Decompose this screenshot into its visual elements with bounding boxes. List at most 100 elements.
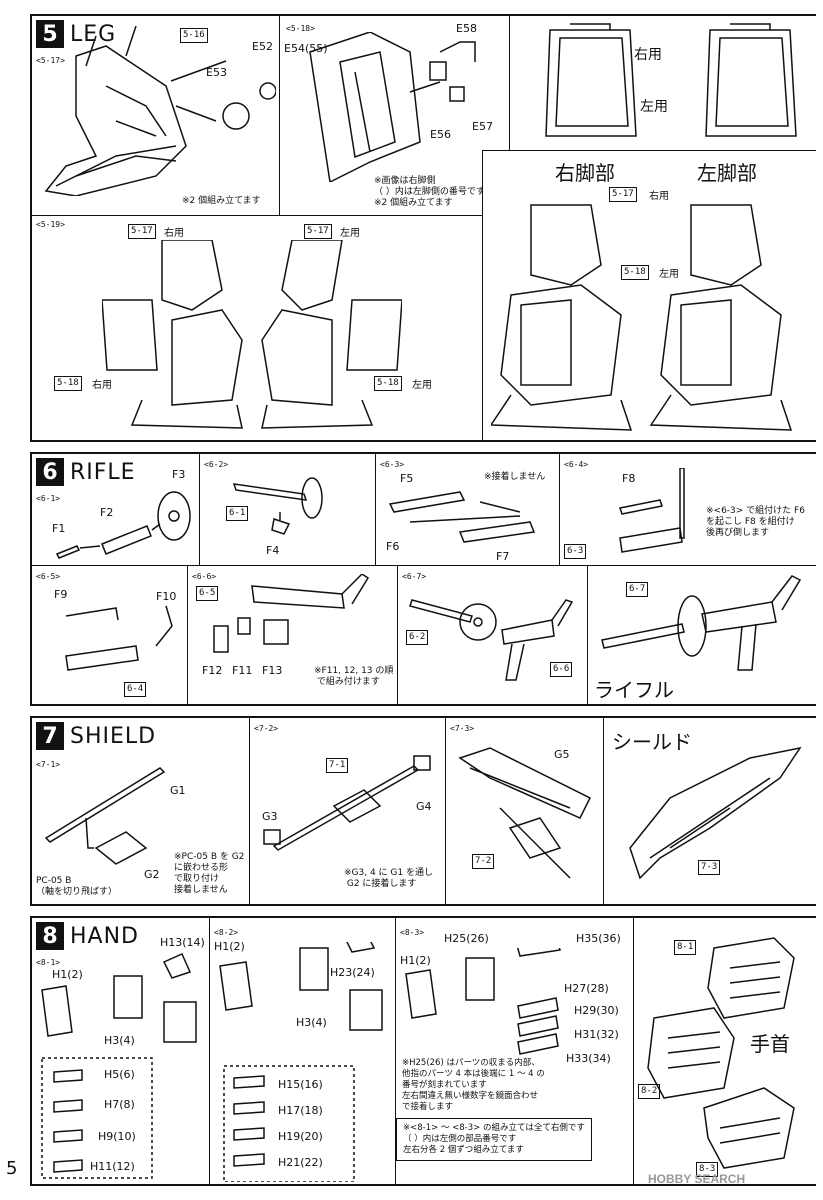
part-g1: G1	[170, 784, 186, 797]
part-h33: H33(34)	[566, 1052, 611, 1065]
left-use-label: 左用	[640, 99, 668, 115]
hand-step-illustration	[41, 953, 197, 1179]
note: ※F11, 12, 13 の順 で組み付けます	[314, 666, 394, 687]
step-label: <7-3>	[450, 724, 475, 733]
step-6-4-panel: <6-4> F8 ※<6-3> で組付けた F6 を起こし F8 を組付け 後再…	[560, 454, 816, 566]
ref-box: 6-5	[196, 586, 219, 601]
summary-note: ※<8-1> ～ <8-3> の組み立ては全て右側です （ ）内は左側の部品番号…	[396, 1118, 592, 1161]
rifle-step-illustration	[619, 468, 685, 553]
note: ※画像は右脚側 （ ）内は左脚側の番号です ※2 個組み立てます	[374, 176, 485, 208]
armor-plates-panel: 右用 左用	[510, 16, 816, 150]
part-h11: H11(12)	[90, 1160, 135, 1173]
section-number: 8	[36, 922, 64, 950]
step-7-2-panel: <7-2> 7-1 G3 G4 ※G3, 4 に G1 を通し G2 に接着しま…	[250, 718, 446, 904]
step-6-3-panel: <6-3> F5 ※接着しません F6 F7	[376, 454, 560, 566]
section-title: LEG	[70, 21, 117, 47]
part-h9: H9(10)	[98, 1130, 136, 1143]
shield-step-illustration	[458, 747, 592, 879]
ref-box: 7-1	[326, 758, 349, 773]
part-h23: H23(24)	[330, 966, 375, 979]
rifle-final-panel: ライフル 6-7	[588, 566, 816, 704]
right-use-label: 右用	[92, 380, 112, 391]
section-hand: 8 HAND <8-1> H1(2) H13(14) H3(4) H5(6) H…	[30, 916, 816, 1186]
part-e54: E54(55)	[284, 42, 328, 55]
step-label: <5-19>	[36, 220, 65, 229]
section-header: 6 RIFLE	[36, 458, 136, 486]
ref-box: 6-6	[550, 662, 573, 677]
ref-box: 5-18	[621, 265, 649, 280]
part-h31: H31(32)	[574, 1028, 619, 1041]
section-number: 5	[36, 20, 64, 48]
part-h35: H35(36)	[576, 932, 621, 945]
shield-final-panel: シールド 7-3	[604, 718, 816, 904]
right-leg-title: 右脚部	[555, 161, 615, 185]
leg-cover-illustration	[309, 32, 476, 182]
part-h5: H5(6)	[104, 1068, 135, 1081]
left-leg-title: 左脚部	[697, 161, 757, 185]
step-label: <6-6>	[192, 572, 217, 581]
part-e52: E52	[252, 40, 273, 53]
step-label: <6-4>	[564, 460, 589, 469]
part-h17: H17(18)	[278, 1104, 323, 1117]
ref-box: 7-3	[698, 860, 721, 875]
section-number: 7	[36, 722, 64, 750]
ref-box: 6-4	[124, 682, 147, 697]
part-h15: H15(16)	[278, 1078, 323, 1091]
ref-box: 5-18	[54, 376, 82, 391]
step-label: <7-1>	[36, 760, 61, 769]
step-label: <6-3>	[380, 460, 405, 469]
part-g4: G4	[416, 800, 432, 813]
ref-box: 6-2	[406, 630, 429, 645]
step-label: <5-18>	[286, 24, 315, 33]
part-f7: F7	[496, 550, 510, 563]
step-label: <8-2>	[214, 928, 239, 937]
part-f11: F11	[232, 664, 253, 677]
ref-box: 6-3	[564, 544, 587, 559]
step-8-2-panel: <8-2> H1(2) H23(24) H3(4) H15(16) H17(18…	[210, 918, 396, 1184]
note: ※G3, 4 に G1 を通し G2 に接着します	[344, 868, 433, 889]
hand-step-illustration	[405, 948, 561, 1055]
part-h21: H21(22)	[278, 1156, 323, 1169]
step-label: <6-5>	[36, 572, 61, 581]
step-label: <6-7>	[402, 572, 427, 581]
step-8-1-panel: <8-1> H1(2) H13(14) H3(4) H5(6) H7(8) H9…	[32, 918, 210, 1184]
ref-box: 5-18	[374, 376, 402, 391]
rifle-step-illustration	[409, 599, 574, 681]
hand-final-illustration	[647, 937, 795, 1169]
watermark: HOBBY SEARCH	[648, 1172, 746, 1186]
part-f1: F1	[52, 522, 66, 535]
note: ※<6-3> で組付けた F6 を起こし F8 を組付け 後再び倒します	[706, 506, 805, 538]
step-6-7-panel: <6-7> 6-2 6-6	[398, 566, 588, 704]
ref-box: 5-16	[180, 28, 208, 43]
hand-step-illustration	[219, 942, 383, 1182]
part-h7: H7(8)	[104, 1098, 135, 1111]
part-g5: G5	[554, 748, 570, 761]
part-f12: F12	[202, 664, 223, 677]
step-6-5-panel: <6-5> F9 F10 6-4	[32, 566, 188, 704]
step-6-6-panel: <6-6> 6-5 F12 F11 F13 ※F11, 12, 13 の順 で組…	[188, 566, 398, 704]
step-5-17-panel: <5-17> 5-16 E52 E53 ※2 個組み立てます	[32, 16, 280, 216]
step-5-18-panel: <5-18> E54(55) E58 E56 E57 ※画像は右脚側 （ ）内は…	[280, 16, 510, 216]
ref-box: 6-1	[226, 506, 249, 521]
step-label: <6-2>	[204, 460, 229, 469]
part-f6: F6	[386, 540, 400, 553]
section-header: 7 SHIELD	[36, 722, 156, 750]
shield-parts-illustration	[44, 767, 166, 865]
part-f3: F3	[172, 468, 186, 481]
part-h1: H1(2)	[52, 968, 83, 981]
step-label: <8-1>	[36, 958, 61, 967]
assembled-legs-panel: 右脚部 左脚部 5-17 右用 5-18 左用	[482, 150, 816, 440]
ref-box: 5-17	[609, 187, 637, 202]
step-7-3-panel: <7-3> G5 7-2	[446, 718, 604, 904]
part-h19: H19(20)	[278, 1130, 323, 1143]
section-header: 8 HAND	[36, 922, 139, 950]
leg-assembled-illustration	[491, 204, 793, 431]
step-label: <6-1>	[36, 494, 61, 503]
ref-box: 8-1	[674, 940, 697, 955]
part-h13: H13(14)	[160, 936, 205, 949]
ref-box: 5-17	[128, 224, 156, 239]
leg-exploded-illustration	[102, 240, 402, 429]
part-f4: F4	[266, 544, 280, 557]
section-rifle: 6 RIFLE <6-1> F1 F2 F3 <6-2> 6-1 F4 <6-3…	[30, 452, 816, 706]
right-use-label: 右用	[164, 228, 184, 239]
